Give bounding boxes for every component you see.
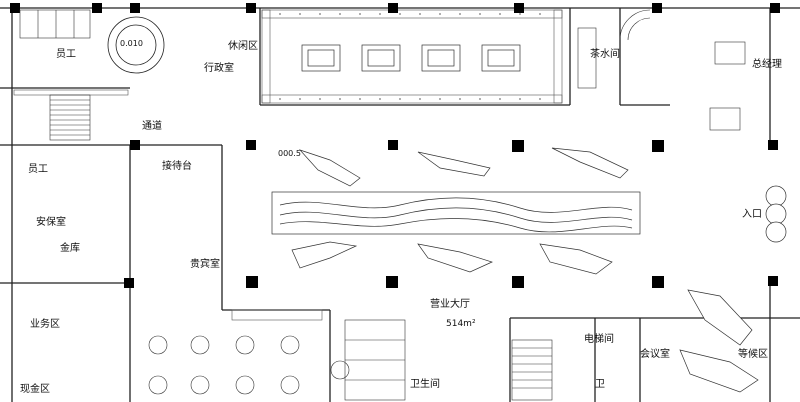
dim-label-b: 000.5 [278,149,301,158]
stairs [49,9,651,401]
label-left-top: 员工 [56,49,76,60]
seating-grid [148,335,350,395]
label-entrance: 入口 [742,209,762,220]
label-storage-mid: 茶水间 [590,49,620,60]
entrance-doors [765,185,787,243]
label-aisle: 通道 [142,121,162,132]
label-cash: 现金区 [20,384,50,395]
label-security: 安保室 [36,217,66,228]
dim-label-a: 0.010 [120,39,143,48]
label-reception: 接待台 [162,161,192,172]
label-office-right: 总经理 [752,59,782,70]
label-business: 业务区 [30,319,60,330]
label-staff: 员工 [28,164,48,175]
toilet-cubicles [19,9,406,401]
label-lounge: 休闲区 [228,41,258,52]
label-big-hall: 营业大厅 [430,299,470,310]
office-desks [301,44,521,72]
label-meeting-room: 会议室 [640,349,670,360]
decor-walls [13,9,563,321]
label-toilet: 卫生间 [410,379,440,390]
walls [0,7,800,402]
label-elevator-area: 电梯间 [584,334,614,345]
meeting-tables [577,27,746,131]
label-admin: 行政室 [204,63,234,74]
water-feature [271,191,641,235]
decor-dots [279,13,541,100]
label-hall-area: 514m² [446,319,476,329]
round-column [107,16,165,74]
label-vip: 贵宾室 [190,259,220,270]
curved-counters [291,147,759,393]
label-vault: 金库 [60,243,80,254]
columns [10,3,780,288]
label-waiting: 等候区 [738,349,768,360]
label-toilet2: 卫 [595,379,605,390]
